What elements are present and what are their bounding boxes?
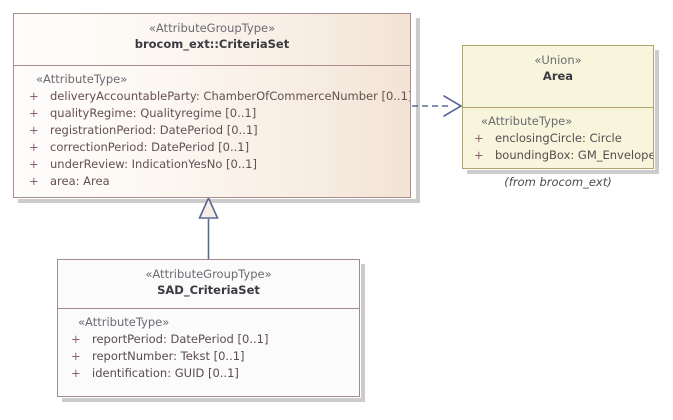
attribute-text: registrationPeriod: DatePeriod [0..1] (50, 123, 258, 137)
class-package-label: (from brocom_ext) (504, 175, 612, 189)
attribute-row[interactable]: + correctionPeriod: DatePeriod [0..1] (14, 139, 410, 156)
attribute-row[interactable]: + reportNumber: Tekst [0..1] (58, 348, 359, 365)
attribute-row[interactable]: + deliveryAccountableParty: ChamberOfComm… (14, 88, 410, 105)
generalization-hollow-triangle (198, 196, 219, 219)
class-stereotype: «AttributeGroupType» (148, 21, 276, 35)
class-box-criteriaset[interactable]: «AttributeGroupType» brocom_ext::Criteri… (13, 13, 411, 198)
attribute-text: area: Area (50, 174, 110, 188)
attribute-text: enclosingCircle: Circle (495, 131, 622, 145)
attribute-text: reportNumber: Tekst [0..1] (92, 349, 245, 363)
attribute-text: identification: GUID [0..1] (92, 366, 239, 380)
attribute-row[interactable]: + reportPeriod: DatePeriod [0..1] (58, 331, 359, 348)
attribute-visibility: + (29, 174, 39, 188)
dependency-open-arrowhead (443, 95, 463, 117)
class-name: Area (542, 69, 574, 83)
attribute-compartment-stereotype: «AttributeType» (481, 114, 573, 128)
class-name: SAD_CriteriaSet (157, 283, 260, 297)
attribute-row[interactable]: + boundingBox: GM_Envelope (463, 147, 653, 164)
attribute-row[interactable]: + enclosingCircle: Circle (463, 130, 653, 147)
attribute-row[interactable]: + area: Area (14, 173, 410, 190)
attribute-text: reportPeriod: DatePeriod [0..1] (92, 332, 269, 346)
shadow-area-bottom (467, 170, 659, 174)
attribute-compartment-stereotype: «AttributeType» (78, 315, 170, 329)
class-header-sad-criteriaset: «AttributeGroupType» SAD_CriteriaSet (58, 260, 359, 308)
attribute-text: underReview: IndicationYesNo [0..1] (50, 157, 257, 171)
attribute-visibility: + (29, 157, 39, 171)
class-stereotype: «AttributeGroupType» (145, 267, 272, 281)
class-body-area: «AttributeType» + enclosingCircle: Circle… (463, 107, 653, 169)
attribute-visibility: + (71, 366, 81, 380)
attribute-visibility: + (29, 123, 39, 137)
shadow-sad-bottom (62, 398, 365, 402)
attribute-row[interactable]: + identification: GUID [0..1] (58, 365, 359, 382)
class-body-sad-criteriaset: «AttributeType» + reportPeriod: DatePerio… (58, 308, 359, 397)
attribute-visibility: + (29, 89, 39, 103)
attribute-compartment-stereotype: «AttributeType» (36, 72, 128, 86)
attribute-row[interactable]: + underReview: IndicationYesNo [0..1] (14, 156, 410, 173)
class-body-criteriaset: «AttributeType» + deliveryAccountablePart… (14, 65, 410, 198)
attribute-visibility: + (29, 106, 39, 120)
shadow-criteriaset-bottom (18, 199, 420, 203)
class-name: brocom_ext::CriteriaSet (134, 37, 290, 51)
attribute-text: deliveryAccountableParty: ChamberOfComme… (50, 89, 410, 103)
attribute-row[interactable]: + qualityRegime: Qualityregime [0..1] (14, 105, 410, 122)
attribute-text: qualityRegime: Qualityregime [0..1] (50, 106, 257, 120)
class-stereotype: «Union» (534, 53, 582, 67)
shadow-area (655, 50, 659, 174)
attribute-text: correctionPeriod: DatePeriod [0..1] (50, 140, 250, 154)
attribute-visibility: + (474, 131, 484, 145)
class-header-criteriaset: «AttributeGroupType» brocom_ext::Criteri… (14, 14, 410, 65)
attribute-visibility: + (29, 140, 39, 154)
class-box-sad-criteriaset[interactable]: «AttributeGroupType» SAD_CriteriaSet «At… (57, 259, 360, 397)
attribute-row[interactable]: + registrationPeriod: DatePeriod [0..1] (14, 122, 410, 139)
generalization-connector[interactable] (198, 196, 219, 259)
dependency-connector[interactable] (412, 95, 463, 117)
attribute-visibility: + (71, 349, 81, 363)
attribute-visibility: + (71, 332, 81, 346)
shadow-sad (361, 264, 365, 402)
attribute-visibility: + (474, 148, 484, 162)
class-box-area[interactable]: «Union» Area «AttributeType» + enclosingC… (462, 45, 654, 169)
attribute-text: boundingBox: GM_Envelope (495, 148, 653, 162)
class-header-area: «Union» Area (463, 46, 653, 107)
shadow-criteriaset (416, 18, 420, 203)
